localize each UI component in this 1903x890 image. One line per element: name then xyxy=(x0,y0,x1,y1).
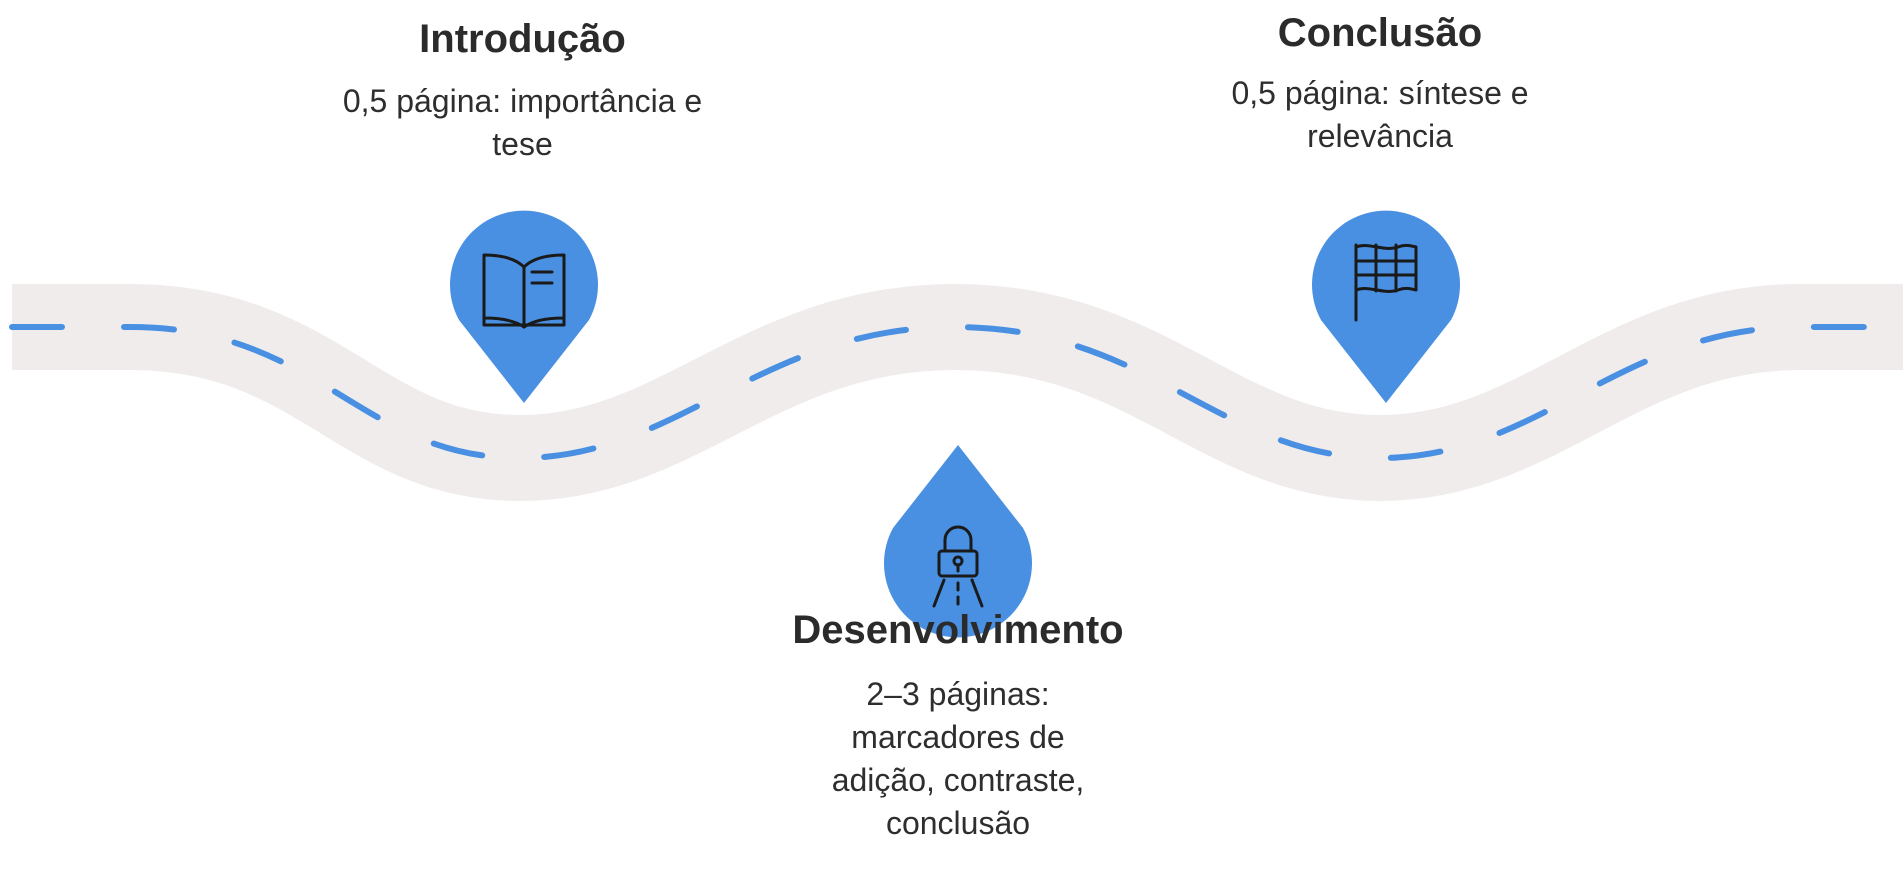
step-title: Conclusão xyxy=(1277,11,1483,55)
step-desenvolvimento: Desenvolvimento 2–3 páginas: marcadores … xyxy=(778,603,1138,845)
step-introducao: Introdução 0,5 página: importância e tes… xyxy=(340,12,705,166)
pin-shape xyxy=(1312,210,1461,403)
step-description: 0,5 página: importância e tese xyxy=(342,83,703,162)
marker-conclusao xyxy=(1312,210,1461,403)
step-description: 0,5 página: síntese e relevância xyxy=(1231,75,1529,154)
step-title: Introdução xyxy=(419,17,626,61)
marker-desenvolvimento xyxy=(884,445,1032,638)
road-lane-marking xyxy=(9,323,1903,462)
locked-road-icon xyxy=(932,525,984,608)
pin-shape xyxy=(884,445,1032,638)
step-conclusao: Conclusão 0,5 página: síntese e relevânc… xyxy=(1195,6,1565,158)
step-description: 2–3 páginas: marcadores de adição, contr… xyxy=(831,676,1085,841)
checkered-flag-icon xyxy=(1354,243,1418,322)
open-book-icon xyxy=(482,253,566,329)
road xyxy=(12,283,1903,502)
marker-introducao xyxy=(450,210,598,403)
step-title: Desenvolvimento xyxy=(792,608,1124,652)
